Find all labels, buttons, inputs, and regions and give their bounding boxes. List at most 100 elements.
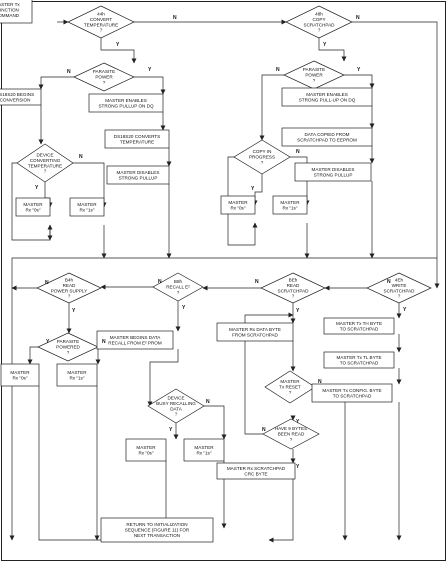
node-text: CRC BYTE <box>244 471 267 476</box>
decision-diamond <box>73 62 135 92</box>
flow-connector <box>27 346 38 365</box>
node-text: READ <box>287 283 300 288</box>
process-box <box>272 195 308 215</box>
node-text: COMMAND <box>0 13 20 18</box>
node-text: Rx "1s" <box>282 205 297 210</box>
node-text: MASTER Tx CONFIG. BYTE <box>322 388 381 393</box>
node-text: MASTER Rx DATA BYTE <box>229 327 281 332</box>
flow-connector <box>259 74 284 141</box>
flow-connector <box>244 312 294 435</box>
branch-label-no: N <box>206 399 210 405</box>
process-box <box>323 317 395 335</box>
branch-label-yes: Y <box>251 186 255 192</box>
process-box <box>216 322 294 342</box>
decision-diamond <box>67 5 135 39</box>
flow-connector <box>352 21 440 289</box>
branch-label-no: N <box>45 280 49 286</box>
node-text: TEMPERATURE <box>120 139 154 144</box>
node-text: BEEN READ <box>278 432 305 437</box>
branch-label-no: N <box>296 149 300 155</box>
branch-label-no: N <box>79 154 83 160</box>
process-box <box>106 165 170 185</box>
node-text: BUSY RECALLING <box>156 401 196 406</box>
node-start: MASTER TxFUNCTIONCOMMAND <box>0 0 33 24</box>
flow-connector <box>73 162 107 208</box>
process-box <box>0 0 33 24</box>
process-box <box>323 351 395 369</box>
node-text: ? <box>261 160 264 165</box>
branch-label-yes: Y <box>403 307 407 313</box>
process-box <box>183 438 225 462</box>
node-text: SCRATCHPAD <box>304 22 336 27</box>
process-box <box>56 363 98 387</box>
node-text: POWER SUPPLY <box>51 288 87 293</box>
flow-connector <box>134 76 166 95</box>
node-text: Rx "0s" <box>230 205 245 210</box>
node-text: Tx RESET <box>279 385 301 390</box>
decision-diamond <box>152 272 204 302</box>
node-text: B8h <box>174 279 183 284</box>
branch-label-no: N <box>318 379 322 385</box>
node-text: MASTER <box>280 379 300 384</box>
decision-diamond <box>36 272 102 304</box>
node-text: MASTER Tx TH BYTE <box>336 321 382 326</box>
node-text: SEQUENCE (FIGURE 11) FOR <box>125 528 190 533</box>
process-box <box>125 438 167 462</box>
flow-connector <box>268 479 294 543</box>
node-text: WRITE <box>392 283 407 288</box>
node-text: PROGRESS <box>249 155 275 160</box>
node-text: TO SCRATCHPAD <box>340 360 379 365</box>
flowchart-nodes: MASTER TxFUNCTIONCOMMAND44hCONVERTTEMPER… <box>0 0 432 543</box>
flow-connector <box>318 38 347 62</box>
branch-label-yes: Y <box>323 42 327 48</box>
node-text: DATA COPIED FROM <box>304 132 349 137</box>
node-text: READ <box>63 283 76 288</box>
node-text: DATA <box>170 406 183 411</box>
process-box <box>281 87 373 107</box>
node-text: MASTER <box>228 200 248 205</box>
node-text: B4h <box>65 278 74 283</box>
branch-label-yes: Y <box>296 308 300 314</box>
node-text: COPY <box>312 17 325 22</box>
process-box <box>96 330 174 350</box>
flow-connector <box>252 174 263 206</box>
node-text: POWER <box>95 75 113 80</box>
decision-diamond <box>264 370 316 404</box>
node-text: ? <box>313 78 316 83</box>
node-text: CONVERTING <box>30 158 61 163</box>
node-text: Rx "0s" <box>138 450 153 455</box>
node-text: MASTER <box>23 202 43 207</box>
node-text: ? <box>67 350 70 355</box>
flow-connector <box>38 386 158 543</box>
process-box <box>281 127 373 147</box>
node-text: CONVERT <box>90 17 113 22</box>
branch-label-no: N <box>173 15 177 21</box>
process-box <box>0 363 40 387</box>
decision-diamond <box>37 332 99 362</box>
node-text: HAVE 9 BYTES <box>275 426 307 431</box>
node-text: MASTER ENABLES <box>306 92 348 97</box>
node-text: SCRATCHPAD TO EEPROM <box>297 137 357 142</box>
node-text: ? <box>289 390 292 395</box>
